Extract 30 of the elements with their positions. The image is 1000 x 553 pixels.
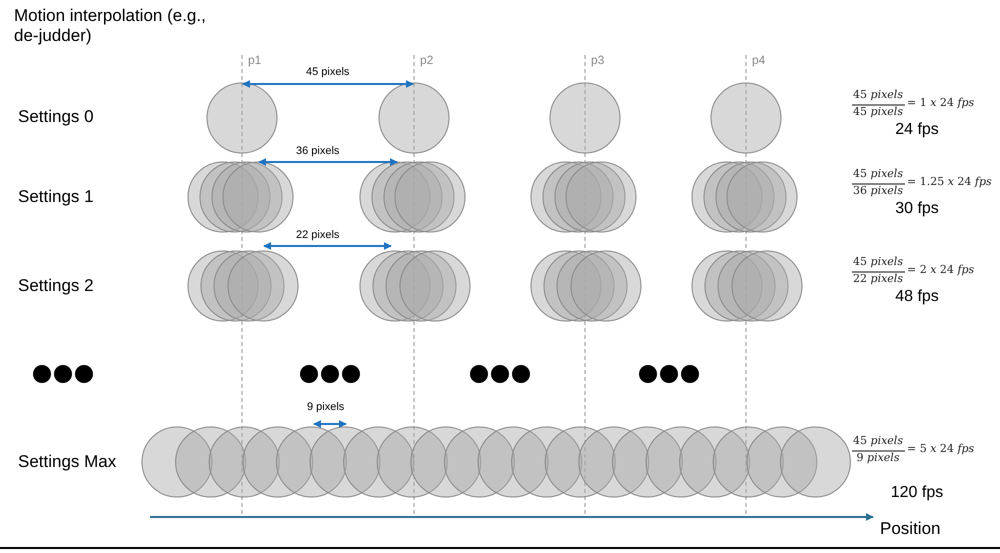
equation-result: = 2 x 24 fps — [907, 264, 974, 277]
dimension-label: 45 pixels — [306, 66, 350, 79]
position-marker: p4 — [752, 54, 766, 68]
frame-rate-label: 30 fps — [894, 200, 940, 218]
dimension-label: 9 pixels — [307, 401, 344, 414]
title: Motion interpolation (e.g., de-judder) — [14, 6, 207, 46]
frame-rate-label: 48 fps — [894, 288, 940, 306]
position-marker: p2 — [420, 54, 434, 68]
row-label: Settings 1 — [18, 187, 94, 207]
dimension-label: 36 pixels — [296, 145, 340, 158]
row-label: Settings 0 — [18, 107, 94, 127]
equation-denominator: 9 pixels — [856, 452, 900, 465]
dimension-label: 22 pixels — [296, 229, 340, 242]
axis-label: Position — [880, 519, 940, 539]
equation-result: = 1 x 24 fps — [907, 97, 974, 110]
equation-numerator: 45 pixels — [852, 256, 904, 269]
equation-denominator: 45 pixels — [852, 106, 904, 119]
equation-denominator: 36 pixels — [852, 185, 904, 198]
equation-numerator: 45 pixels — [852, 168, 904, 181]
row-label: Settings Max — [18, 452, 116, 472]
equation-result: = 5 x 24 fps — [907, 443, 974, 456]
frame-rate-label: 120 fps — [890, 484, 944, 502]
position-marker: p1 — [248, 54, 262, 68]
frame-rate-label: 24 fps — [894, 121, 940, 140]
equation-result: = 1.25 x 24 fps — [907, 176, 992, 189]
equation-numerator: 45 pixels — [852, 435, 904, 448]
position-marker: p3 — [591, 54, 604, 68]
row-label: Settings 2 — [18, 276, 94, 296]
equation-numerator: 45 pixels — [852, 89, 904, 102]
equation-denominator: 22 pixels — [852, 273, 904, 286]
